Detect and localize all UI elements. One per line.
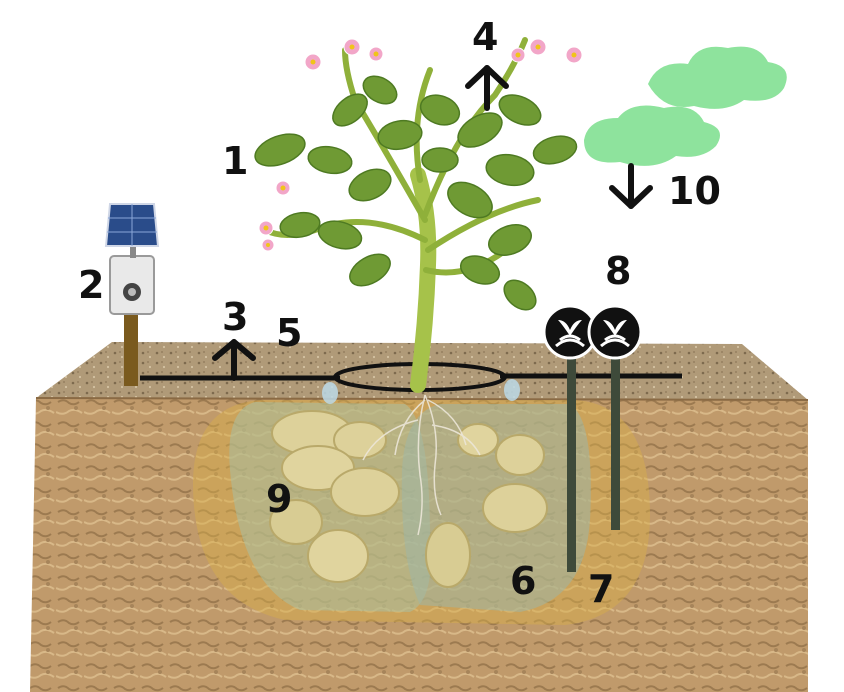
leaf [421, 147, 459, 173]
tuber [269, 499, 323, 545]
cloud [648, 46, 787, 109]
label-5: 5 [276, 311, 302, 355]
solar-panel-icon [104, 203, 160, 386]
leaf [459, 255, 501, 285]
plant-wifi-icon [587, 304, 643, 360]
label-10: 10 [668, 169, 721, 213]
cloud [584, 105, 720, 166]
leaf [348, 168, 392, 202]
arrow-up-icon [465, 65, 509, 111]
potato-tubers [269, 410, 548, 588]
station-post [124, 312, 138, 386]
leaf [498, 94, 542, 126]
leaf [485, 153, 535, 187]
arrow-up-icon [212, 339, 256, 381]
plant-stem [410, 167, 437, 393]
arrow-down-icon [609, 163, 653, 209]
tuber [495, 434, 545, 476]
leaf [349, 253, 391, 287]
label-3: 3 [222, 295, 248, 339]
tuber [307, 529, 369, 583]
tuber [482, 483, 548, 533]
leaf [447, 181, 493, 219]
label-6: 6 [510, 559, 536, 603]
leaf [307, 145, 353, 175]
leaf [503, 279, 537, 311]
soil-probes [542, 304, 643, 572]
plant-roots [362, 394, 481, 536]
leaf [457, 112, 503, 148]
soil-edge-line [35, 397, 809, 401]
leaf [332, 93, 368, 127]
label-1: 1 [222, 139, 248, 183]
probe-shaft-deep [611, 352, 620, 530]
label-9: 9 [266, 477, 292, 521]
plant-wifi-icon [542, 304, 598, 360]
label-8: 8 [605, 249, 631, 293]
leaf [279, 211, 321, 239]
tuber [330, 467, 400, 517]
leaf [377, 119, 423, 151]
leaf [317, 220, 363, 250]
potato-plant [254, 37, 583, 393]
label-4: 4 [472, 15, 498, 59]
probe-shaft-shallow [567, 352, 576, 572]
leaf [532, 135, 578, 165]
leaf [488, 224, 532, 256]
wet-zone-left [229, 402, 431, 612]
label-2: 2 [78, 263, 104, 307]
leaf [419, 94, 461, 126]
water-drop [322, 382, 338, 404]
clouds [584, 46, 787, 166]
tuber [425, 522, 471, 588]
tuber [457, 423, 499, 457]
leaf [362, 75, 398, 105]
water-drop [504, 379, 520, 401]
tuber [333, 421, 387, 459]
label-7: 7 [588, 567, 614, 611]
leaf [254, 133, 306, 167]
